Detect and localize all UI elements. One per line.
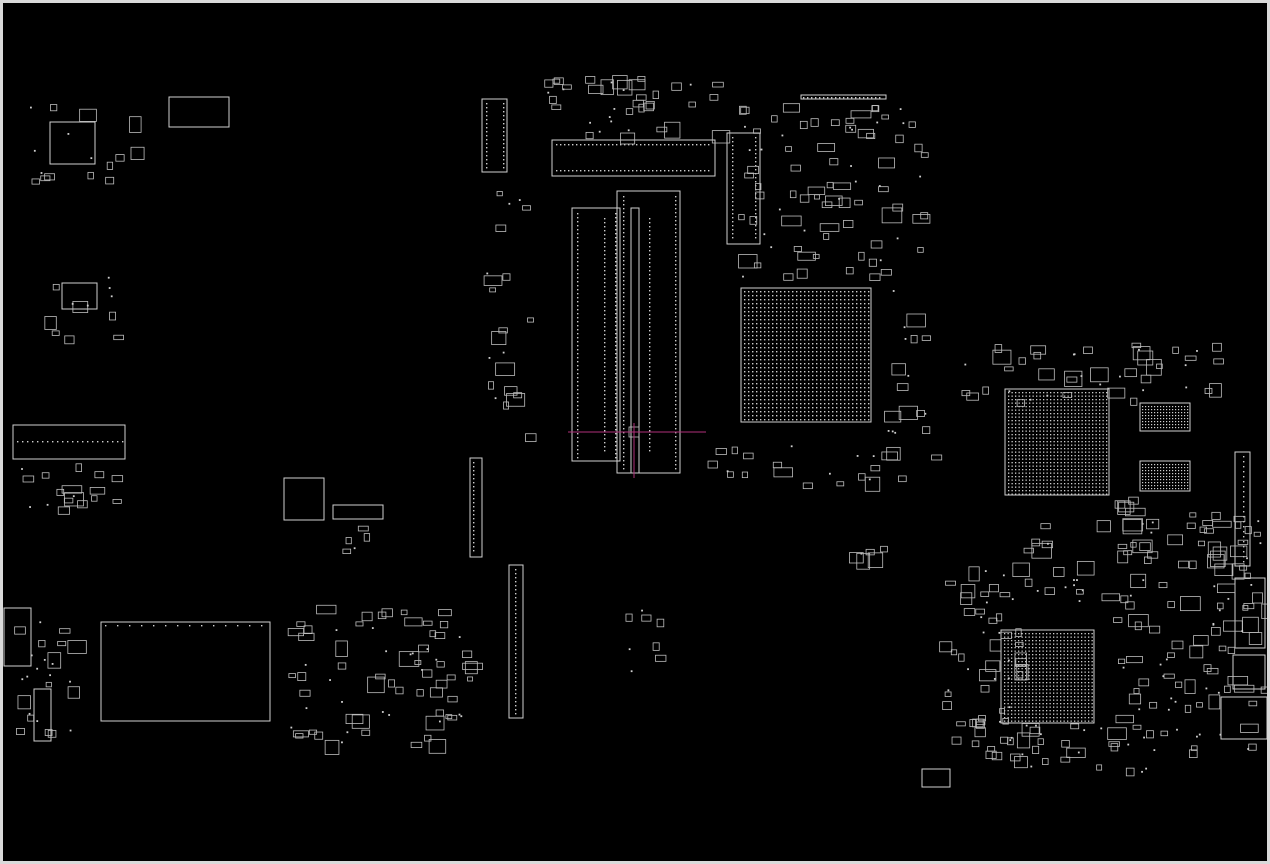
header-v1[interactable] (481, 98, 508, 173)
io-connector[interactable] (12, 424, 126, 460)
header-left-top[interactable] (168, 96, 230, 128)
strip-top (800, 94, 887, 100)
crosshair-cursor (568, 423, 706, 478)
header-v5[interactable] (1234, 451, 1251, 567)
battery-connector[interactable] (100, 621, 271, 722)
connector-left-edge[interactable] (3, 607, 32, 667)
cpu-socket[interactable] (740, 287, 872, 423)
header-center-left[interactable] (332, 504, 384, 520)
connector-right[interactable] (1234, 577, 1266, 649)
component-outlines (3, 94, 1267, 788)
ic-center-left[interactable] (283, 477, 325, 521)
dimm-slot-divider (630, 207, 640, 474)
dimm-mini-b[interactable] (1139, 460, 1191, 492)
connector-right-bottom[interactable] (1220, 696, 1267, 740)
chipset-bga[interactable] (1004, 388, 1110, 496)
generated-pads (14, 75, 1267, 777)
ic-left-mid[interactable] (61, 282, 98, 310)
header-v2[interactable] (469, 457, 483, 558)
dimm-slot-a[interactable] (571, 207, 621, 462)
dimm-slot-b[interactable] (616, 190, 681, 474)
ic-left-top[interactable] (49, 121, 96, 165)
gpu-bga[interactable] (1000, 629, 1095, 724)
header-v3[interactable] (508, 564, 524, 719)
header-v4[interactable] (726, 132, 761, 245)
connector-right-mid[interactable] (1232, 654, 1266, 690)
pcb-layout[interactable] (3, 3, 1267, 861)
ic-bottom[interactable] (921, 768, 951, 788)
connector-top[interactable] (551, 139, 716, 177)
dimm-mini-a[interactable] (1139, 402, 1191, 432)
